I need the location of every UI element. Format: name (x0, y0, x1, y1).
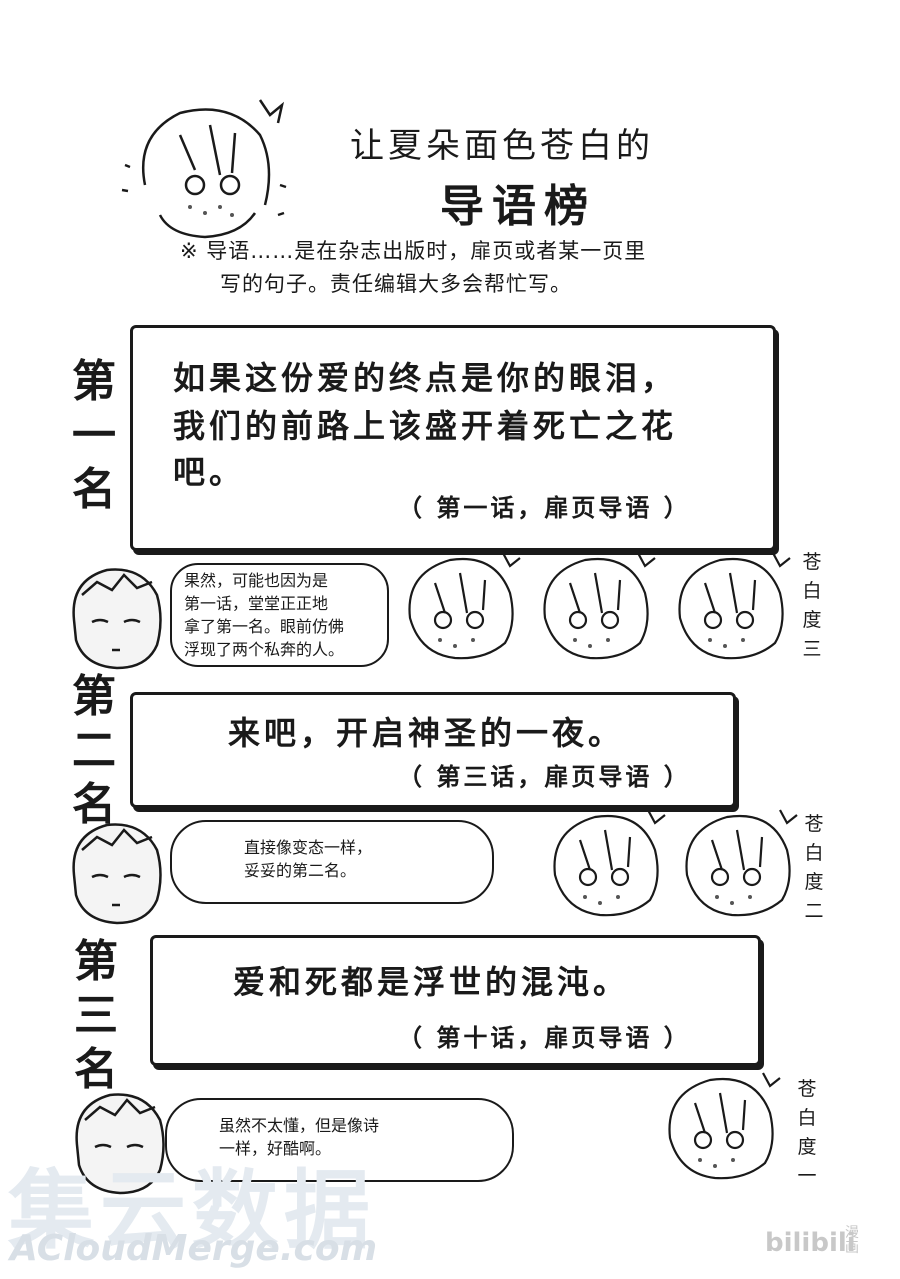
rank3-quote: 爱和死都是浮世的混沌。 (233, 963, 630, 1001)
pale-character-face-icon (668, 1072, 781, 1180)
pale-character-face-icon (678, 552, 791, 660)
rank1-comment-line2: 第一话，堂堂正正地 (184, 594, 329, 613)
rank3-quote-box: 爱和死都是浮世的混沌。 （ 第十话，扉页导语 ） (150, 935, 761, 1066)
rank3-source: （ 第十话，扉页导语 ） (398, 1024, 691, 1052)
rank1-quote-box: 如果这份爱的终点是你的眼泪， 我们的前路上该盛开着死亡之花 吧。 （ 第一话，扉… (130, 325, 776, 551)
rank1-pale-label: 苍白度三 (802, 551, 822, 660)
rank1-comment-line3: 拿了第一名。眼前仿佛 (184, 617, 345, 636)
watermark-cn: 集云数据 (8, 1161, 376, 1261)
footnote-line2: 写的句子。责任编辑大多会帮忙写。 (220, 272, 572, 296)
pale-character-face-icon (543, 552, 656, 660)
rank1-comment-line1: 果然，可能也因为是 (184, 571, 329, 590)
pale-character-face-icon (408, 552, 521, 660)
rank3-comment-bubble: 虽然不太懂，但是像诗 一样，好酷啊。 (165, 1098, 514, 1182)
rank2-comment-bubble: 直接像变态一样， 妥妥的第二名。 (170, 820, 494, 904)
rank1-source: （ 第一话，扉页导语 ） (398, 494, 691, 522)
boy-character-face-icon (72, 823, 162, 925)
rank2-pale-label: 苍白度二 (804, 813, 824, 922)
rank2-quote-box: 来吧，开启神圣的一夜。 （ 第三话，扉页导语 ） (130, 692, 736, 808)
rank2-source: （ 第三话，扉页导语 ） (398, 763, 691, 791)
bilibili-logo: bilibili (765, 1228, 856, 1258)
boy-character-face-icon (72, 568, 162, 670)
bilibili-logo-sub: 漫画 (845, 1225, 859, 1256)
boy-character-face-icon (75, 1093, 165, 1195)
pale-character-face-icon (553, 809, 666, 917)
rank2-comment-line2: 妥妥的第二名。 (244, 861, 357, 880)
rank2-label: 第二名 (72, 671, 116, 830)
rank3-pale-label: 苍白度一 (797, 1078, 817, 1187)
rank3-comment-line1: 虽然不太懂，但是像诗 (219, 1116, 380, 1135)
pale-character-face-icon (685, 809, 798, 917)
rank1-label: 第一名 (72, 356, 116, 515)
footnote: ※ 导语……是在杂志出版时，扉页或者某一页里 写的句子。责任编辑大多会帮忙写。 (180, 235, 800, 301)
rank2-quote: 来吧，开启神圣的一夜。 (228, 714, 625, 752)
rank3-label: 第三名 (74, 936, 118, 1095)
watermark-en: ACloudMerge.com (10, 1228, 378, 1269)
page-title-line2: 导语榜 (440, 181, 596, 232)
footnote-line1: ※ 导语……是在杂志出版时，扉页或者某一页里 (180, 239, 647, 263)
page-title-line1: 让夏朵面色苍白的 (350, 126, 654, 166)
rank1-quote-line1: 如果这份爱的终点是你的眼泪， (173, 359, 678, 397)
rank2-comment-line1: 直接像变态一样， (244, 838, 373, 857)
rank3-comment-line2: 一样，好酷啊。 (219, 1139, 332, 1158)
rank1-comment-bubble: 果然，可能也因为是 第一话，堂堂正正地 拿了第一名。眼前仿佛 浮现了两个私奔的人… (170, 563, 389, 667)
rank1-comment-line4: 浮现了两个私奔的人。 (184, 640, 345, 659)
rank1-quote-line3: 吧。 (173, 453, 246, 491)
pale-character-face-icon (121, 99, 287, 239)
rank1-quote-line2: 我们的前路上该盛开着死亡之花 (173, 407, 678, 445)
